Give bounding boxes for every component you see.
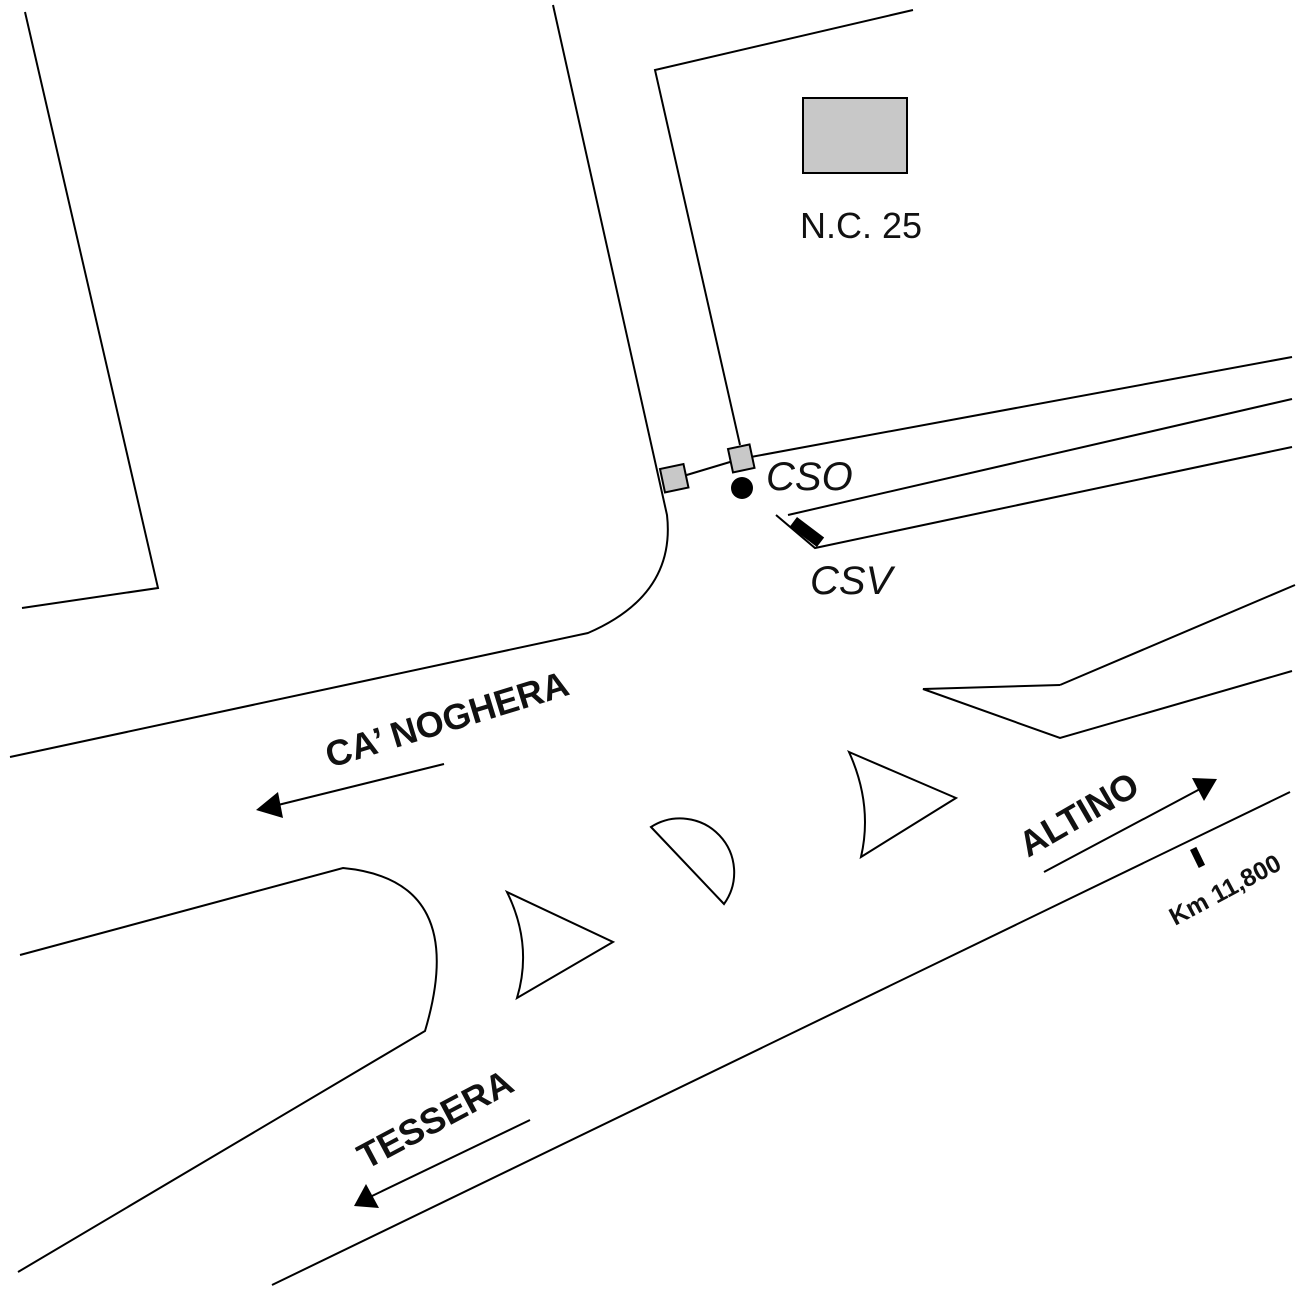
km-marker-label: Km 11,800 [1165, 849, 1286, 931]
traffic-island-triangle-1 [504, 889, 616, 1001]
lower-left-island-edge [17, 866, 438, 1273]
main-road-upper-edge [1059, 584, 1296, 686]
tessera-arrow-head [354, 1184, 379, 1208]
side-road-line-2 [775, 446, 1293, 550]
corner-block-outline [9, 4, 669, 758]
altino-arrow-head [1192, 778, 1217, 801]
tessera-arrow-shaft [371, 1119, 531, 1197]
gate-post-left [658, 462, 690, 494]
cso-label: CSO [766, 455, 853, 499]
property-south-boundary [739, 356, 1293, 460]
csv-label: CSV [810, 559, 896, 603]
road-label-tessera: TESSERA [351, 1061, 520, 1177]
building-nc25 [802, 97, 908, 174]
property-outline [653, 9, 914, 446]
ca-noghera-arrow-shaft [277, 763, 445, 806]
side-road-line-1 [787, 398, 1293, 516]
road-label-ca-noghera: CA’ NOGHERA [320, 663, 573, 776]
building-label: N.C. 25 [800, 205, 922, 246]
traffic-island-triangle-2 [847, 750, 959, 860]
altino-arrow-shaft [1043, 788, 1201, 873]
cso-marker [731, 477, 753, 499]
ca-noghera-arrow-head [256, 792, 283, 818]
gate-post-right [726, 443, 756, 474]
road-label-altino: ALTINO [1012, 764, 1146, 865]
km-tick-marker [1190, 846, 1206, 868]
traffic-island-right [922, 670, 1293, 740]
traffic-island-half-disc [649, 817, 736, 906]
main-road-lower-edge [271, 791, 1291, 1286]
csv-marker [789, 517, 825, 548]
left-block-outline [21, 11, 160, 609]
